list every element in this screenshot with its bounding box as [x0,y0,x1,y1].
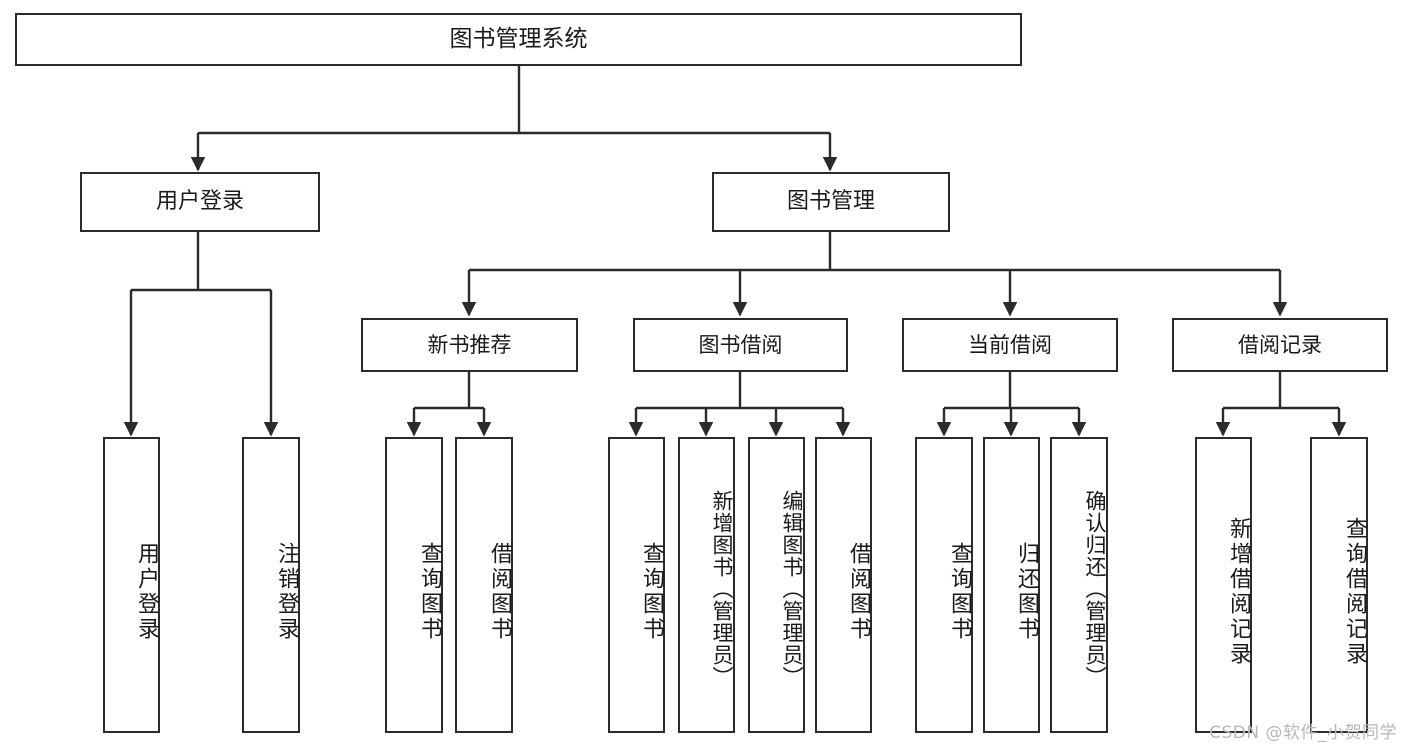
leaf-record-add[interactable]: 新增借阅记录 [1195,437,1252,733]
leaf-borrow-add-book[interactable]: 新增图书（管理员） [678,437,735,733]
watermark: CSDN @软件_小贺同学 [1209,723,1397,743]
node-current-borrow[interactable]: 当前借阅 [902,318,1118,372]
leaf-borrow-query-book[interactable]: 查询图书 [608,437,665,733]
leaf-new-book-borrow[interactable]: 借阅图书 [455,437,513,733]
node-book-borrow[interactable]: 图书借阅 [633,318,848,372]
leaf-new-book-query[interactable]: 查询图书 [385,437,443,733]
leaf-current-return-book[interactable]: 归还图书 [983,437,1040,733]
node-book-management[interactable]: 图书管理 [712,172,950,232]
leaf-current-confirm-return[interactable]: 确认归还（管理员） [1050,437,1108,733]
leaf-borrow-borrow-book[interactable]: 借阅图书 [815,437,872,733]
node-borrow-record[interactable]: 借阅记录 [1172,318,1388,372]
leaf-user-login[interactable]: 用户登录 [103,437,160,733]
leaf-borrow-edit-book[interactable]: 编辑图书（管理员） [748,437,805,733]
node-user-login[interactable]: 用户登录 [80,172,320,232]
node-root[interactable]: 图书管理系统 [15,13,1022,66]
leaf-user-logout[interactable]: 注销登录 [242,437,300,733]
node-new-book-recommend[interactable]: 新书推荐 [361,318,578,372]
leaf-current-query-book[interactable]: 查询图书 [915,437,973,733]
leaf-record-query[interactable]: 查询借阅记录 [1310,437,1368,733]
